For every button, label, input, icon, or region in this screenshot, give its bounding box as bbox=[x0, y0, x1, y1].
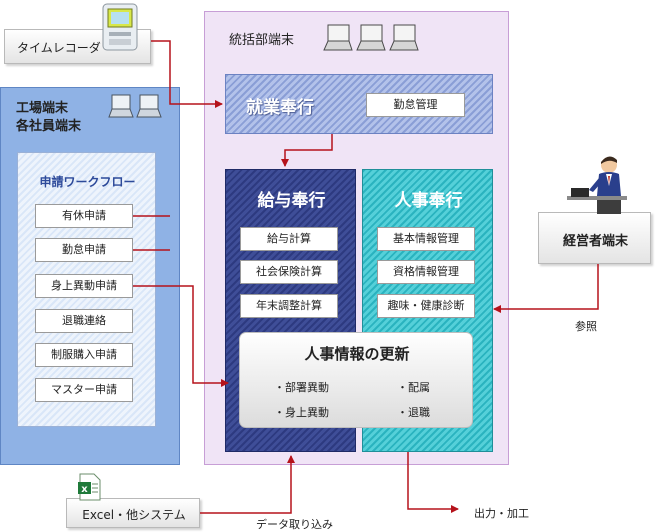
arrow-shugyo-to-kyuyo bbox=[281, 134, 333, 167]
time-recorder-label: タイムレコーダ bbox=[17, 41, 101, 55]
svg-text:x: x bbox=[81, 484, 88, 495]
time-recorder-device-icon bbox=[101, 2, 139, 52]
kyuyo-item-social-insurance[interactable]: 社会保険計算 bbox=[240, 260, 338, 284]
excel-system-box: Excel・他システム bbox=[66, 498, 200, 528]
laptop-icon bbox=[356, 22, 386, 52]
update-item-assignment: ・配属 bbox=[397, 381, 430, 394]
excel-file-icon: x bbox=[77, 473, 103, 501]
workflow-item-uniform[interactable]: 制服購入申請 bbox=[35, 343, 133, 367]
arrow-hq-to-output bbox=[407, 452, 459, 513]
excel-system-label: Excel・他システム bbox=[82, 508, 186, 522]
attendance-management-button[interactable]: 勤怠管理 bbox=[366, 93, 465, 117]
data-import-label: データ取り込み bbox=[256, 518, 333, 531]
arrow-executive-to-jinji bbox=[493, 264, 599, 313]
output-label: 出力・加工 bbox=[474, 507, 529, 520]
executive-terminal-box: 経営者端末 bbox=[538, 212, 651, 264]
workflow-title: 申請ワークフロー bbox=[39, 175, 136, 189]
update-item-retirement: ・退職 bbox=[397, 406, 430, 419]
kyuyo-item-year-end[interactable]: 年末調整計算 bbox=[240, 294, 338, 318]
factory-title-line1: 工場端末 bbox=[16, 101, 69, 116]
update-item-dept-transfer: ・部署異動 bbox=[274, 381, 329, 394]
jinji-title: 人事奉行 bbox=[394, 191, 463, 211]
laptop-icon bbox=[389, 22, 419, 52]
update-item-personal-change: ・身上異動 bbox=[274, 406, 329, 419]
laptop-icon bbox=[323, 22, 353, 52]
hq-title: 統括部端末 bbox=[229, 33, 295, 48]
workflow-item-personal-change[interactable]: 身上異動申請 bbox=[35, 274, 133, 298]
arrow-excel-to-hq bbox=[200, 455, 295, 514]
laptop-icon bbox=[108, 93, 134, 121]
workflow-item-attendance[interactable]: 勤怠申請 bbox=[35, 238, 133, 262]
executive-terminal-label: 経営者端末 bbox=[562, 234, 628, 249]
laptop-icon bbox=[136, 93, 162, 121]
workflow-item-master[interactable]: マスター申請 bbox=[35, 378, 133, 402]
jinji-item-qualification[interactable]: 資格情報管理 bbox=[377, 260, 475, 284]
arrow-time-recorder-to-shugyo bbox=[151, 40, 223, 108]
workflow-item-paid-leave[interactable]: 有休申請 bbox=[35, 204, 133, 228]
personnel-update-box: 人事情報の更新 ・部署異動 ・身上異動 ・配属 ・退職 bbox=[239, 332, 473, 428]
factory-title-line2: 各社員端末 bbox=[16, 119, 82, 134]
personnel-update-title: 人事情報の更新 bbox=[304, 345, 410, 363]
kyuyo-item-payroll[interactable]: 給与計算 bbox=[240, 227, 338, 251]
arrow-personal-change-to-update bbox=[133, 285, 229, 387]
reference-label: 参照 bbox=[575, 320, 597, 333]
kyuyo-title: 給与奉行 bbox=[257, 191, 326, 211]
jinji-item-basic-info[interactable]: 基本情報管理 bbox=[377, 227, 475, 251]
executive-person-icon bbox=[567, 152, 627, 216]
shugyo-title: 就業奉行 bbox=[246, 98, 314, 118]
workflow-item-resignation[interactable]: 退職連絡 bbox=[35, 309, 133, 333]
jinji-item-hobby-health[interactable]: 趣味・健康診断 bbox=[377, 294, 475, 318]
